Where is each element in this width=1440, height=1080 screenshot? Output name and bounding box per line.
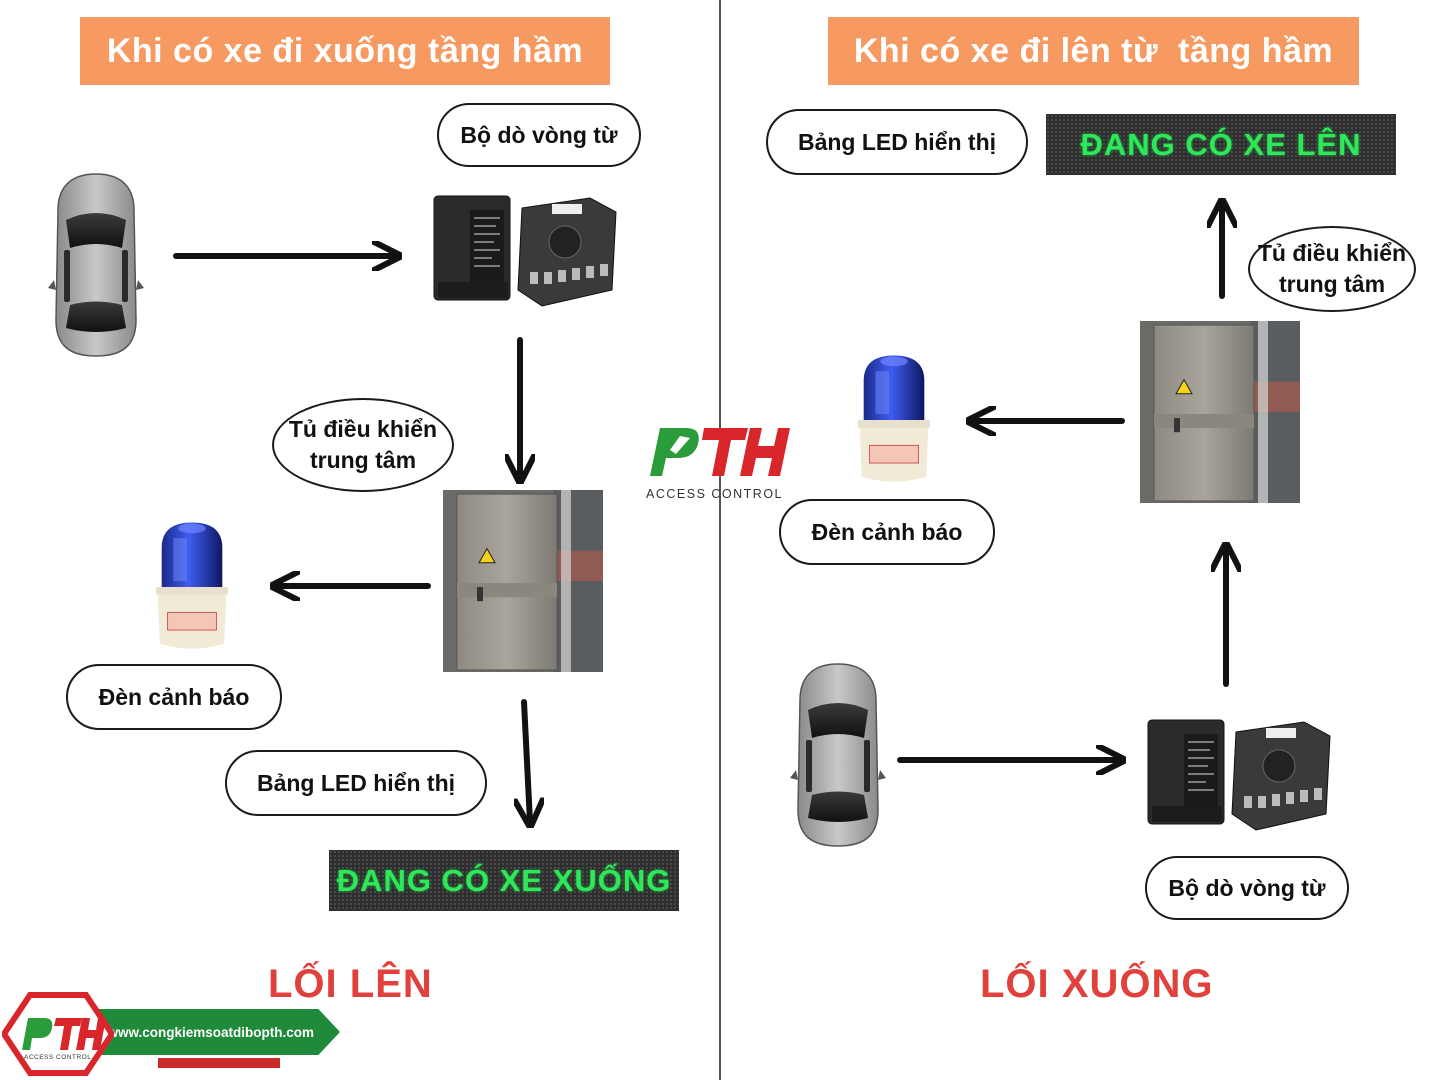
left-control-cabinet-line1: Tủ điều khiển [288, 415, 438, 442]
right-control-cabinet-line1: Tủ điều khiển [1257, 239, 1407, 266]
footer-logo: www.congkiemsoatdibopth.com ACCESS CONTR… [0, 990, 370, 1080]
center-logo-subtitle: ACCESS CONTROL [646, 487, 783, 501]
footer-website[interactable]: www.congkiemsoatdibopth.com [107, 1024, 314, 1040]
left-exit-label: LỐI LÊN [268, 962, 433, 1007]
left-warning-light-label: Đèn cảnh báo [66, 664, 282, 730]
right-led-display: ĐANG CÓ XE LÊN [1046, 114, 1396, 175]
right-banner: Khi có xe đi lên từ tầng hầm [828, 17, 1359, 85]
footer-logo-green-ribbon: www.congkiemsoatdibopth.com [70, 1009, 340, 1055]
right-loop-detector-label: Bộ dò vòng từ [1145, 856, 1349, 920]
right-exit-label: LỐI XUỐNG [980, 962, 1213, 1007]
footer-logo-subtitle: ACCESS CONTROL [24, 1054, 92, 1061]
center-divider [719, 0, 721, 1080]
footer-logo-red-bar [158, 1058, 280, 1068]
left-led-board-text: Bảng LED hiển thị [256, 769, 456, 796]
left-loop-detector-label: Bộ dò vòng từ [437, 103, 641, 167]
right-control-cabinet-label: Tủ điều khiển trung tâm [1248, 226, 1416, 312]
left-exit-text: LỐI LÊN [268, 962, 433, 1006]
right-warning-light-text: Đèn cảnh báo [811, 518, 963, 545]
right-loop-detector-text: Bộ dò vòng từ [1168, 874, 1326, 901]
left-control-cabinet-line2: trung tâm [309, 447, 417, 473]
left-banner: Khi có xe đi xuống tầng hầm [80, 17, 610, 85]
right-led-board-label: Bảng LED hiển thị [766, 109, 1028, 175]
right-led-board-text: Bảng LED hiển thị [797, 128, 997, 155]
footer-logo-hexagon [2, 992, 114, 1076]
left-led-board-label: Bảng LED hiển thị [225, 750, 487, 816]
left-led-text: ĐANG CÓ XE XUỐNG [336, 862, 672, 898]
right-banner-title: Khi có xe đi lên từ tầng hầm [853, 31, 1334, 70]
right-exit-text: LỐI XUỐNG [980, 962, 1214, 1006]
left-loop-detector-text: Bộ dò vòng từ [460, 121, 618, 148]
right-led-text: ĐANG CÓ XE LÊN [1080, 126, 1362, 162]
left-warning-light-text: Đèn cảnh báo [98, 683, 250, 710]
right-control-cabinet-line2: trung tâm [1278, 271, 1386, 297]
center-logo: ACCESS CONTROL [646, 420, 792, 501]
left-arrow-cabinet-to-led [524, 699, 530, 822]
right-warning-light-label: Đèn cảnh báo [779, 499, 995, 565]
center-logo-mark [650, 428, 790, 476]
left-control-cabinet-label: Tủ điều khiển trung tâm [272, 398, 454, 492]
left-banner-title: Khi có xe đi xuống tầng hầm [106, 31, 584, 70]
left-led-display: ĐANG CÓ XE XUỐNG [329, 850, 679, 911]
